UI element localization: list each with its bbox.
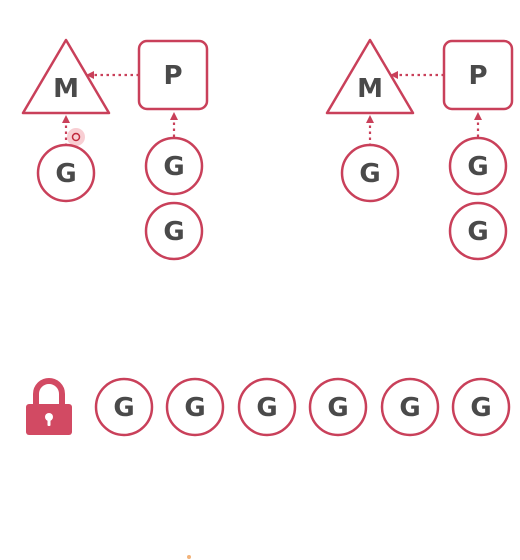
left-queue-goroutine-circle <box>144 201 204 261</box>
right-processor-label: P <box>468 61 487 91</box>
right-group: M P G G G <box>325 38 514 261</box>
left-running-goroutine-circle <box>36 143 96 203</box>
right-queue-goroutine-label: G <box>467 152 488 182</box>
global-goroutine-circle <box>308 377 368 437</box>
global-goroutine-label: G <box>399 393 420 423</box>
global-goroutine-circle <box>94 377 154 437</box>
global-goroutine-circle <box>380 377 440 437</box>
global-goroutine-label: G <box>470 393 491 423</box>
global-goroutine-label: G <box>327 393 348 423</box>
right-running-goroutine-label: G <box>359 159 380 189</box>
right-queue-goroutine-circle <box>448 136 508 196</box>
left-machine-label: M <box>53 74 79 104</box>
global-goroutine-circle <box>451 377 511 437</box>
global-goroutine-label: G <box>256 393 277 423</box>
right-running-goroutine-circle <box>340 143 400 203</box>
left-queue-goroutine-label: G <box>163 152 184 182</box>
right-machine-label: M <box>357 74 383 104</box>
decorative-dot <box>187 555 191 559</box>
right-queue-goroutine-circle <box>448 201 508 261</box>
right-queue-goroutine-label: G <box>467 217 488 247</box>
global-goroutine-label: G <box>113 393 134 423</box>
global-goroutine-circle <box>237 377 297 437</box>
left-processor-label: P <box>163 61 182 91</box>
left-queue-goroutine-label: G <box>163 217 184 247</box>
cursor-indicator <box>67 128 85 146</box>
global-goroutine-circle <box>165 377 225 437</box>
lock-icon <box>26 378 72 435</box>
global-queue: G G G G G G <box>26 377 511 437</box>
left-queue-goroutine-circle <box>144 136 204 196</box>
global-goroutine-label: G <box>184 393 205 423</box>
left-running-goroutine-label: G <box>55 159 76 189</box>
left-group: M P G G G <box>21 38 209 261</box>
